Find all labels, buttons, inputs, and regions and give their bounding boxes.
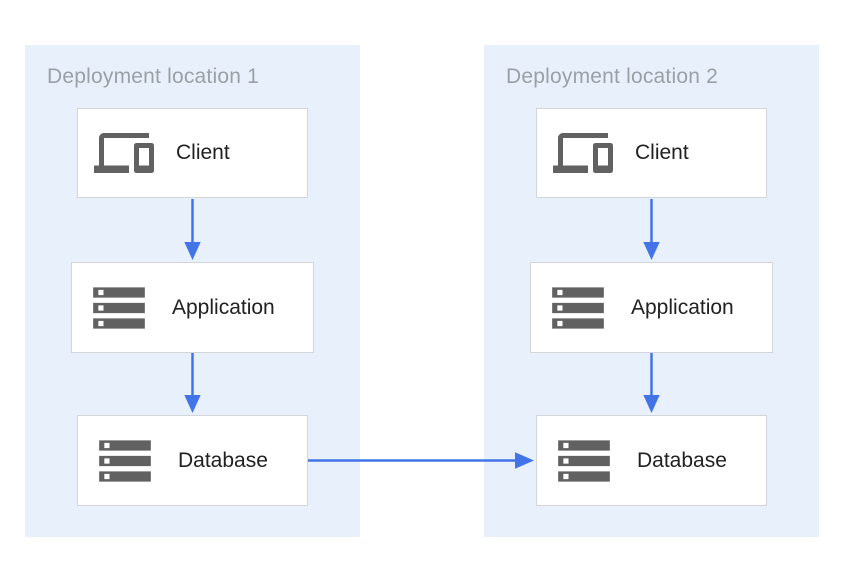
storage-icon (94, 430, 156, 492)
node-client-2: Client (536, 108, 767, 198)
node-label: Application (172, 295, 275, 319)
node-label: Database (637, 448, 727, 472)
deployment-location-2-label: Deployment location 2 (506, 65, 718, 88)
node-label: Application (631, 295, 734, 319)
devices-icon (94, 123, 154, 183)
node-client-1: Client (77, 108, 308, 198)
node-label: Client (176, 141, 230, 164)
node-application-1: Application (71, 262, 314, 353)
node-application-2: Application (530, 262, 773, 353)
node-label: Database (178, 448, 268, 472)
storage-icon (88, 277, 150, 339)
storage-icon (553, 430, 615, 492)
storage-icon (547, 277, 609, 339)
node-database-1: Database (77, 415, 308, 506)
node-database-2: Database (536, 415, 767, 506)
deployment-location-1-label: Deployment location 1 (47, 65, 259, 88)
devices-icon (553, 123, 613, 183)
node-label: Client (635, 141, 689, 164)
